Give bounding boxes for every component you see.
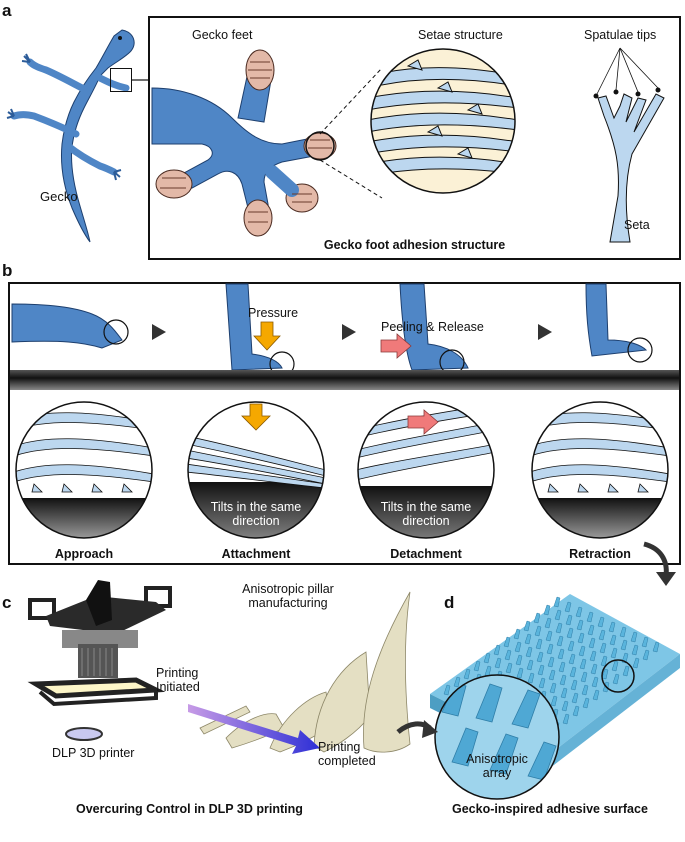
highlight-connector	[132, 79, 148, 81]
stage-label-detachment: Detachment	[390, 547, 462, 561]
gecko-icon	[6, 29, 135, 243]
stage-label-retraction: Retraction	[569, 547, 631, 561]
panel-a-box	[148, 16, 681, 260]
progress-arrow	[188, 704, 320, 754]
substrate-bar	[10, 370, 679, 390]
setae-zoom-circle	[370, 48, 516, 194]
pillar-label: Anisotropic pillar manufacturing	[242, 582, 334, 611]
seta-icon	[593, 47, 665, 243]
tilt-detach-label: Tilts in the same direction	[380, 500, 472, 529]
printer-label: DLP 3D printer	[52, 746, 135, 760]
panel-b-box	[8, 282, 681, 565]
stage-circle-attachment	[187, 401, 325, 539]
stage-label-approach: Approach	[54, 547, 114, 561]
array-zoom-circle	[434, 674, 560, 800]
gecko-foot-icon	[151, 49, 337, 237]
zoom-arrow-d	[396, 720, 438, 738]
printer-icon	[27, 580, 172, 707]
gecko-label: Gecko	[40, 189, 78, 204]
panel-a-caption: Gecko foot adhesion structure	[323, 238, 506, 252]
arrow-right-icon	[380, 333, 412, 359]
stage-circle-detachment	[357, 401, 495, 539]
gecko-foot-highlight	[110, 68, 132, 92]
resin-vat-icon	[65, 727, 103, 741]
printing-initiated-label: Printing Initiated	[156, 666, 200, 695]
panel-c-caption: Overcuring Control in DLP 3D printing	[76, 802, 303, 816]
stage-label-attachment: Attachment	[221, 547, 291, 561]
legs-row	[11, 283, 653, 377]
panel-c-label: c	[2, 593, 12, 612]
panel-a-label: a	[2, 1, 12, 20]
setae-structure-label: Setae structure	[418, 28, 503, 42]
panel-b-label: b	[2, 261, 13, 280]
spatulae-tips-label: Spatulae tips	[584, 28, 657, 42]
arrow-down-icon	[253, 321, 281, 351]
zoom-lines	[319, 67, 383, 199]
stage-circle-retraction	[531, 401, 669, 539]
pillar-sequence	[199, 591, 411, 753]
tilt-attach-label: Tilts in the same direction	[210, 500, 302, 529]
gecko-feet-label: Gecko feet	[192, 28, 253, 42]
curved-arrow-b-to-d	[643, 541, 676, 586]
array-label: Anisotropic array	[466, 752, 528, 781]
panel-d-label: d	[444, 593, 455, 612]
stage-circle-approach	[15, 401, 153, 539]
panel-d-caption: Gecko-inspired adhesive surface	[452, 802, 648, 816]
pressure-label: Pressure	[248, 306, 299, 320]
peeling-label: Peeling & Release	[381, 320, 484, 334]
seta-label: Seta	[624, 218, 650, 232]
printing-completed-label: Printing completed	[318, 740, 376, 769]
